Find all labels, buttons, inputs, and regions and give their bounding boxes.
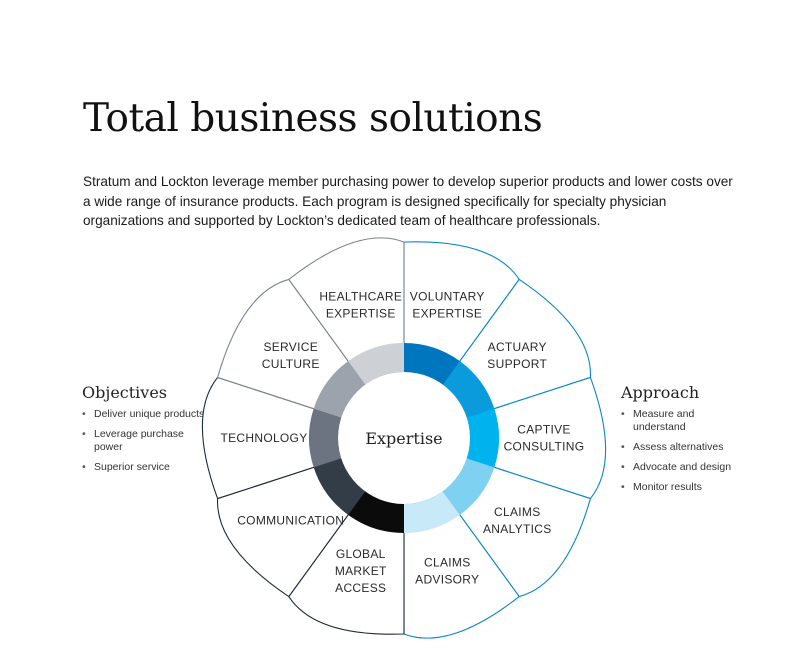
- wheel-segment-label: ACTUARY: [488, 340, 547, 354]
- wheel-segment-label: CLAIMS: [424, 556, 470, 570]
- approach-title: Approach: [621, 383, 700, 402]
- wheel-segment-label: VOLUNTARY: [410, 289, 485, 303]
- approach-item: Monitor results: [621, 481, 741, 494]
- wheel-ring-segment: [348, 491, 404, 533]
- wheel-ring-segment: [442, 458, 495, 515]
- wheel-segment-label: ADVISORY: [415, 573, 479, 587]
- wheel-ring-segment: [404, 491, 460, 533]
- wheel-segment-label: GLOBAL: [336, 547, 386, 561]
- objectives-item: Deliver unique products: [82, 408, 207, 421]
- wheel-segment-label: EXPERTISE: [326, 306, 396, 320]
- wheel-center: [338, 372, 470, 504]
- objectives-item: Leverage purchase power: [82, 428, 207, 454]
- wheel-ring-segment: [308, 408, 342, 468]
- wheel-segment-label: TECHNOLOGY: [220, 431, 307, 445]
- objectives-list: Deliver unique products Leverage purchas…: [82, 408, 207, 474]
- wheel-segment-label: MARKET: [335, 564, 387, 578]
- approach-list: Measure and understand Assess alternativ…: [621, 408, 741, 494]
- wheel-segment-label: COMMUNICATION: [237, 513, 344, 527]
- wheel-ring-segment: [442, 361, 495, 418]
- wheel-segment-label: ACCESS: [335, 581, 386, 595]
- objectives-item: Superior service: [82, 461, 207, 474]
- objectives-title: Objectives: [82, 383, 168, 402]
- objectives-panel: Objectives Deliver unique products Lever…: [82, 383, 207, 481]
- approach-item: Assess alternatives: [621, 441, 741, 454]
- approach-item: Measure and understand: [621, 408, 741, 434]
- approach-panel: Approach Measure and understand Assess a…: [621, 383, 741, 501]
- wheel-center-label: Expertise: [365, 429, 442, 448]
- wheel-segment-label: CULTURE: [262, 357, 320, 371]
- wheel-segment-label: CAPTIVE: [517, 423, 570, 437]
- wheel-ring-segment: [313, 361, 366, 418]
- wheel-segment-label: ANALYTICS: [483, 522, 552, 536]
- wheel-segment-label: EXPERTISE: [412, 306, 482, 320]
- wheel-segment-label: CONSULTING: [504, 440, 585, 454]
- page-title: Total business solutions: [83, 96, 543, 141]
- wheel-segment-label: HEALTHCARE: [319, 289, 402, 303]
- intro-paragraph: Stratum and Lockton leverage member purc…: [83, 174, 733, 228]
- wheel-segment-label: SERVICE: [263, 340, 318, 354]
- approach-item: Advocate and design: [621, 461, 741, 474]
- wheel-ring-segment: [404, 343, 460, 385]
- wheel-segment-label: SUPPORT: [487, 357, 547, 371]
- wheel-ring-segment: [348, 343, 404, 385]
- wheel-segment-label: CLAIMS: [494, 505, 540, 519]
- wheel-ring-segment: [466, 408, 500, 468]
- wheel-ring-segment: [313, 458, 366, 515]
